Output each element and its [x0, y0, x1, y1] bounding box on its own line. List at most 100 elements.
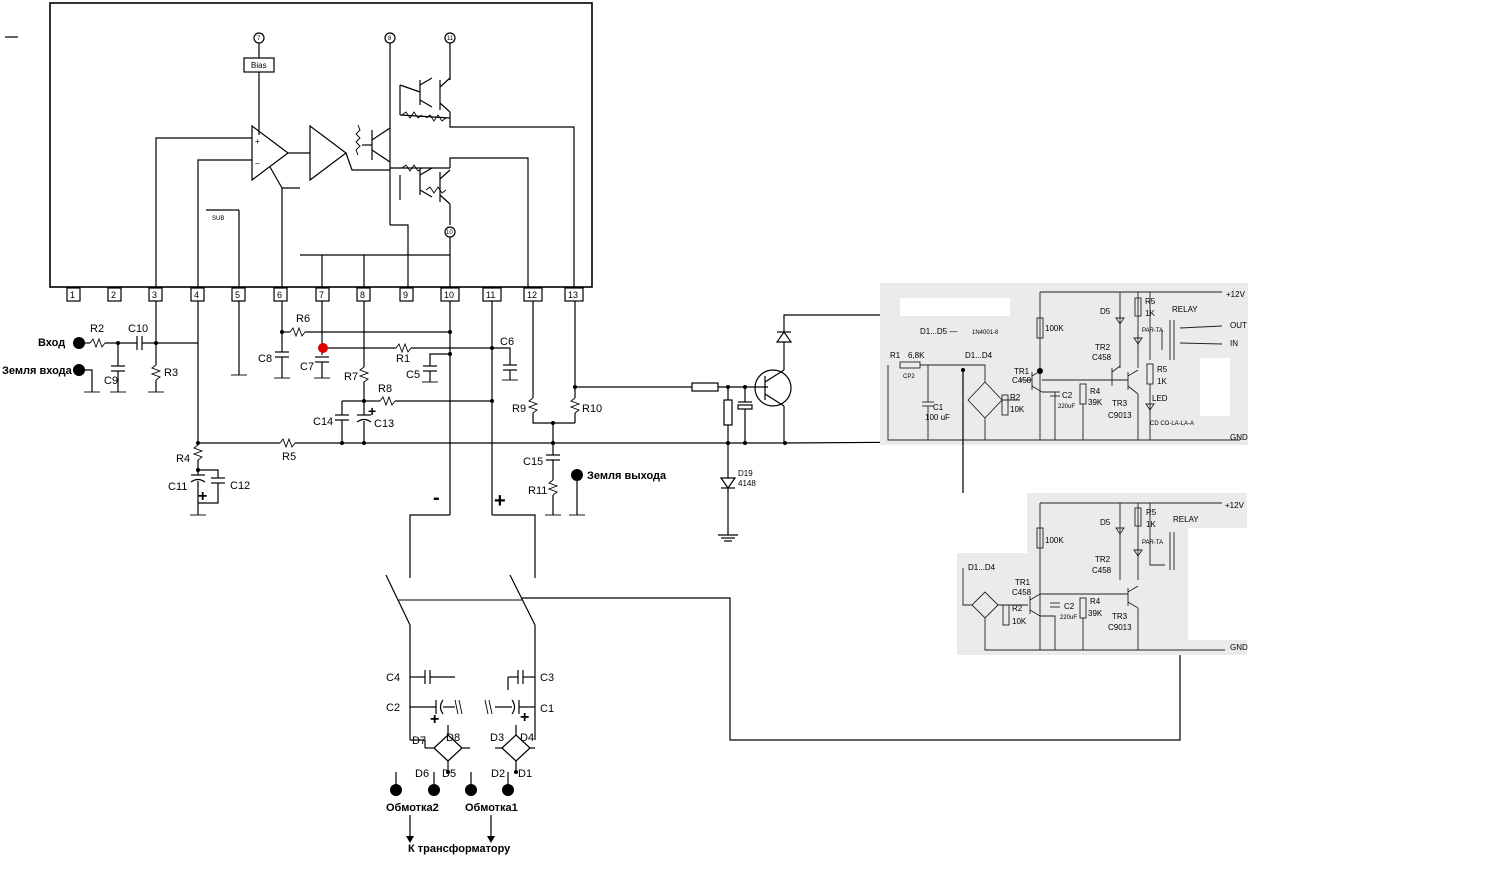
d3-label: D3 — [490, 732, 504, 744]
node-10-label: 10 — [446, 230, 453, 236]
relay1-led: LED — [1152, 394, 1168, 403]
output-ground-terminal[interactable] — [571, 469, 583, 481]
input-section: Вход R2 C10 R3 C9 Земля входа — [2, 301, 198, 393]
ic-outline — [49, 2, 593, 288]
c11-label: C11 — [168, 481, 187, 493]
bias-label: Bias — [251, 61, 267, 70]
psu-winding2: C4 C2 + D7 D8 D6 D5 Обмотка2 — [386, 670, 470, 843]
relay1-r4: R4 — [1090, 387, 1101, 396]
d19-label: D19 — [738, 469, 753, 478]
relay1-tr2-val: C458 — [1092, 353, 1112, 362]
d1-label: D1 — [518, 768, 532, 780]
svg-text:+: + — [430, 711, 439, 728]
pin-6: 6 — [277, 290, 282, 300]
relay1-input-node — [1037, 368, 1043, 374]
protection-resistor — [691, 382, 719, 392]
relay1-c1-val: 100 uF — [925, 413, 950, 422]
driver-triangle — [309, 124, 347, 182]
relay1-r1-val: 6,8K — [908, 351, 925, 360]
relay2-tr2-val: C458 — [1092, 566, 1112, 575]
relay1-tr3: TR3 — [1112, 399, 1128, 408]
c4-label: C4 — [386, 672, 400, 684]
bridge-left: D7 D8 D6 D5 — [410, 725, 470, 780]
c13-label: C13 — [374, 418, 394, 430]
output-ground-label: Земля выхода — [587, 470, 667, 482]
c3-label: C3 — [540, 672, 554, 684]
input-ground-terminal[interactable] — [73, 364, 85, 376]
c2-label: C2 — [386, 702, 400, 714]
relay1-tr3-val: C9013 — [1108, 411, 1132, 420]
c14-label: C14 — [313, 416, 333, 428]
relay1-d1d5: D1...D5 — — [920, 327, 957, 336]
relay2-tr2: TR2 — [1095, 555, 1111, 564]
winding2-terminal-a[interactable] — [390, 784, 402, 796]
winding1-terminal-a[interactable] — [465, 784, 477, 796]
d6-label: D6 — [415, 768, 429, 780]
r9-label: R9 — [512, 403, 526, 415]
svg-text:+: + — [198, 488, 207, 505]
pin-4: 4 — [194, 290, 199, 300]
predriver-transistor — [355, 124, 391, 163]
relay1-12v: +12V — [1226, 290, 1246, 299]
pin-13: 13 — [568, 290, 578, 300]
protection-transistor — [754, 369, 792, 407]
relay1-r2: R2 — [1010, 393, 1021, 402]
relay1-d1d4: D1...D4 — [965, 351, 993, 360]
relay1-led-note: PAR-TA — [1142, 328, 1163, 334]
relay2-tr1: TR1 — [1015, 578, 1031, 587]
r10-label: R10 — [582, 403, 602, 415]
node-11-label: 11 — [447, 36, 454, 42]
winding2-label: Обмотка2 — [386, 802, 439, 814]
pin-3: 3 — [152, 290, 157, 300]
relay1-r1: R1 — [890, 351, 901, 360]
pin-11: 11 — [486, 290, 495, 300]
winding1-terminal-b[interactable] — [502, 784, 514, 796]
r7-label: R7 — [344, 371, 358, 383]
relay2-100k: 100K — [1045, 536, 1064, 545]
to-transformer-label: К трансформатору — [408, 843, 511, 855]
relay2-relay: RELAY — [1173, 515, 1199, 524]
node-7-label: 7 — [257, 36, 261, 42]
svg-text:+: + — [520, 709, 529, 726]
node-8-label: 8 — [388, 36, 392, 42]
r1-label: R1 — [396, 353, 410, 365]
protection-resistor-2 — [723, 399, 733, 426]
relay2-d5: D5 — [1100, 518, 1111, 527]
c7-label: C7 — [300, 361, 314, 373]
relay2-r2: R2 — [1012, 604, 1023, 613]
relay2-gnd: GND — [1230, 643, 1248, 652]
upper-darlington — [399, 77, 451, 122]
relay2-r4: R4 — [1090, 597, 1101, 606]
svg-text:−: − — [255, 159, 260, 168]
pin-12: 12 — [527, 290, 537, 300]
pin-9: 9 — [403, 290, 408, 300]
relay-module-1: +12V OUT IN GND D1...D5 — 1N4001-8 D1...… — [880, 283, 1248, 445]
d19-value: 4148 — [738, 479, 756, 488]
svg-text:+: + — [255, 137, 260, 146]
winding2-terminal-b[interactable] — [428, 784, 440, 796]
d8-label: D8 — [446, 732, 460, 744]
relay1-r5b: R5 — [1157, 365, 1168, 374]
sub-label: SUB — [212, 216, 224, 222]
relay-module-2: +12V GND D1...D4 R2 10K TR1 C458 C2 220u… — [957, 493, 1248, 655]
relay1-tr1: TR1 — [1014, 367, 1030, 376]
c10-label: C10 — [128, 323, 148, 335]
c12-label: C12 — [230, 480, 250, 492]
relay1-d1d5-val: 1N4001-8 — [972, 330, 999, 336]
relay1-out: OUT — [1230, 321, 1247, 330]
relay1-r5b-val: 1K — [1157, 377, 1167, 386]
relay2-tr1-val: C458 — [1012, 588, 1032, 597]
input-terminal[interactable] — [73, 337, 85, 349]
ic-block: 1 2 3 4 5 6 7 8 9 10 11 12 13 7 Bias + − — [49, 2, 593, 302]
relay1-tr1-val: C458 — [1012, 376, 1032, 385]
bridge-right: D3 D4 D2 D1 — [490, 725, 535, 780]
highlight-node[interactable] — [318, 343, 328, 353]
relay1-gnd: GND — [1230, 433, 1248, 442]
relay1-relay: RELAY — [1172, 305, 1198, 314]
relay2-r4-val: 39K — [1088, 609, 1103, 618]
plus-sign: + — [494, 490, 506, 512]
relay1-c1: C1 — [933, 403, 944, 412]
c1-label: C1 — [540, 703, 554, 715]
relay2-12v: +12V — [1225, 501, 1245, 510]
